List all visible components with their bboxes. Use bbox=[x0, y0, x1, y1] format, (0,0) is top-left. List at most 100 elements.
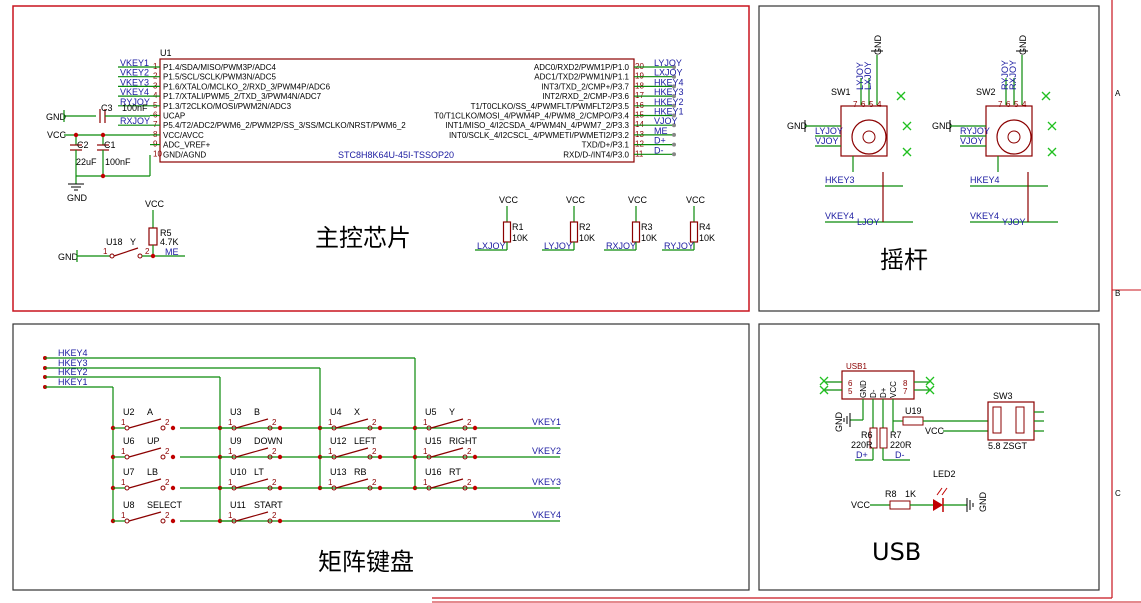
led-gnd: GND bbox=[978, 492, 988, 513]
joy-name: YJOY bbox=[1002, 217, 1026, 227]
r7-net: D- bbox=[895, 450, 905, 460]
mcu-part: STC8H8K64U-45I-TSSOP20 bbox=[338, 150, 454, 160]
border-row-A: A bbox=[1115, 89, 1121, 98]
joy-ref: SW2 bbox=[976, 87, 996, 97]
mcu-pin-name: UCAP bbox=[163, 112, 185, 121]
joy-vkey-net: VKEY4 bbox=[970, 211, 999, 221]
key-pin2: 2 bbox=[372, 418, 377, 427]
gnd-left-1: GND bbox=[46, 112, 67, 122]
mcu-net-label: VJOY bbox=[654, 116, 678, 126]
usb-section: USB1 65 87 GND D- D+ VCC GND R6 220R R7 … bbox=[819, 362, 1044, 513]
joy-pin: 5 bbox=[1014, 100, 1019, 109]
c1-value: 100nF bbox=[105, 157, 131, 167]
key-label: LB bbox=[147, 467, 158, 477]
key-pin2: 2 bbox=[165, 478, 170, 487]
keypad-matrix: HKEY4HKEY3HKEY2HKEY1VKEY1VKEY2VKEY3VKEY4… bbox=[43, 348, 561, 524]
key-pin1: 1 bbox=[121, 511, 126, 520]
mcu-pin-name: INT0/SCLK_4/I2CSCL_4/PWMETI/PWMETI2/P3.2 bbox=[449, 131, 630, 140]
key-label: Y bbox=[449, 407, 455, 417]
joy-pin: 6 bbox=[1006, 100, 1011, 109]
joy-pin: 7 bbox=[853, 100, 858, 109]
pullup-value: 10K bbox=[699, 233, 715, 243]
usb-pin-gnd: GND bbox=[859, 380, 868, 398]
key-pin2: 2 bbox=[272, 447, 277, 456]
joy-name: LJOY bbox=[857, 217, 880, 227]
key-label: B bbox=[254, 407, 260, 417]
key-pin2: 2 bbox=[372, 478, 377, 487]
mcu-pin-number: 10 bbox=[153, 149, 162, 158]
section-title-mcu: 主控芯片 bbox=[315, 224, 411, 252]
mcu-pin-name: VCC/AVCC bbox=[163, 131, 204, 140]
pullup-ref: R4 bbox=[699, 222, 711, 232]
pullup-value: 10K bbox=[641, 233, 657, 243]
key-pin2: 2 bbox=[467, 447, 472, 456]
r8-value: 1K bbox=[905, 489, 916, 499]
joy-pin: 4 bbox=[877, 100, 882, 109]
key-pin1: 1 bbox=[121, 418, 126, 427]
section-title-keypad: 矩阵键盘 bbox=[318, 548, 414, 576]
mcu-net-label: RYJOY bbox=[120, 97, 150, 107]
usb-frame bbox=[758, 323, 1100, 591]
svg-text:8: 8 bbox=[903, 379, 908, 388]
keypad-frame bbox=[12, 323, 750, 591]
pullup-net: RYJOY bbox=[664, 241, 694, 251]
key-pin1: 1 bbox=[121, 447, 126, 456]
usb-pin-dp: D+ bbox=[879, 387, 888, 398]
mcu-pin-name: ADC0/RXD2/PWM1P/P1.0 bbox=[534, 63, 630, 72]
pullup-vcc: VCC bbox=[499, 195, 519, 205]
pullup-vcc: VCC bbox=[566, 195, 586, 205]
u18-pin1: 1 bbox=[103, 247, 108, 256]
usb-pin-dm: D- bbox=[869, 389, 878, 398]
c2-value: 22uF bbox=[76, 157, 97, 167]
pullup-net: LYJOY bbox=[544, 241, 572, 251]
key-pin2: 2 bbox=[272, 478, 277, 487]
key-ref: U2 bbox=[123, 407, 135, 417]
mcu-pin-name: INT3/TXD_2/CMP+/P3.7 bbox=[541, 82, 629, 91]
c1-ref: C1 bbox=[104, 140, 116, 150]
pullup-resistors: VCCR110KLXJOYVCCR210KLYJOYVCCR310KRXJOYV… bbox=[475, 195, 715, 251]
usb-gnd: GND bbox=[834, 412, 844, 433]
mcu-net-label: VKEY2 bbox=[120, 68, 149, 78]
mcu-pin-name: INT1/MISO_4/I2CSDA_4/PWM4N_4/PWM7_2/P3.3 bbox=[445, 121, 629, 130]
mcu-pin-name: P1.4/SDA/MISO/PWM3P/ADC4 bbox=[163, 63, 276, 72]
key-pin2: 2 bbox=[165, 418, 170, 427]
key-label: SELECT bbox=[147, 500, 183, 510]
r5-value: 4.7K bbox=[160, 237, 179, 247]
key-label: X bbox=[354, 407, 360, 417]
mcu-pin-name: INT2/RXD_2/CMP-/P3.6 bbox=[542, 92, 629, 101]
key-label: RB bbox=[354, 467, 367, 477]
pullup-value: 10K bbox=[579, 233, 595, 243]
key-label: A bbox=[147, 407, 153, 417]
joy-top-label-a: LYJOY bbox=[855, 62, 865, 90]
key-ref: U5 bbox=[425, 407, 437, 417]
decoupling-caps: C3 100nF GND VCC C2 22uF C1 100nF GND bbox=[46, 103, 151, 203]
svg-text:5: 5 bbox=[848, 387, 853, 396]
pullup-ref: R3 bbox=[641, 222, 653, 232]
mcu-net-label: LYJOY bbox=[654, 58, 682, 68]
key-label: LEFT bbox=[354, 436, 377, 446]
pullup-ref: R2 bbox=[579, 222, 591, 232]
r6-value: 220R bbox=[851, 440, 873, 450]
keypad-vkey-net: VKEY4 bbox=[532, 510, 561, 520]
u18-pin2: 2 bbox=[145, 247, 150, 256]
mcu-pin-name: ADC_VREF+ bbox=[163, 141, 211, 150]
keypad-vkey-net: VKEY1 bbox=[532, 417, 561, 427]
key-ref: U7 bbox=[123, 467, 135, 477]
key-ref: U8 bbox=[123, 500, 135, 510]
r6-ref: R6 bbox=[861, 430, 873, 440]
key-pin2: 2 bbox=[272, 418, 277, 427]
section-title-joystick: 摇杆 bbox=[880, 246, 928, 274]
key-pin2: 2 bbox=[372, 447, 377, 456]
sw3-ref: SW3 bbox=[993, 391, 1013, 401]
key-pin1: 1 bbox=[328, 418, 333, 427]
mcu-net-label: VKEY1 bbox=[120, 58, 149, 68]
mcu-net-label: D- bbox=[654, 145, 664, 155]
key-pin1: 1 bbox=[423, 418, 428, 427]
key-ref: U16 bbox=[425, 467, 442, 477]
key-label: LT bbox=[254, 467, 264, 477]
keypad-hkey-net: HKEY4 bbox=[58, 348, 88, 358]
vcc-left: VCC bbox=[47, 130, 67, 140]
mcu-net-label: RXJOY bbox=[120, 116, 150, 126]
pullup-value: 10K bbox=[512, 233, 528, 243]
mcu-pin-name: GND/AGND bbox=[163, 150, 206, 159]
